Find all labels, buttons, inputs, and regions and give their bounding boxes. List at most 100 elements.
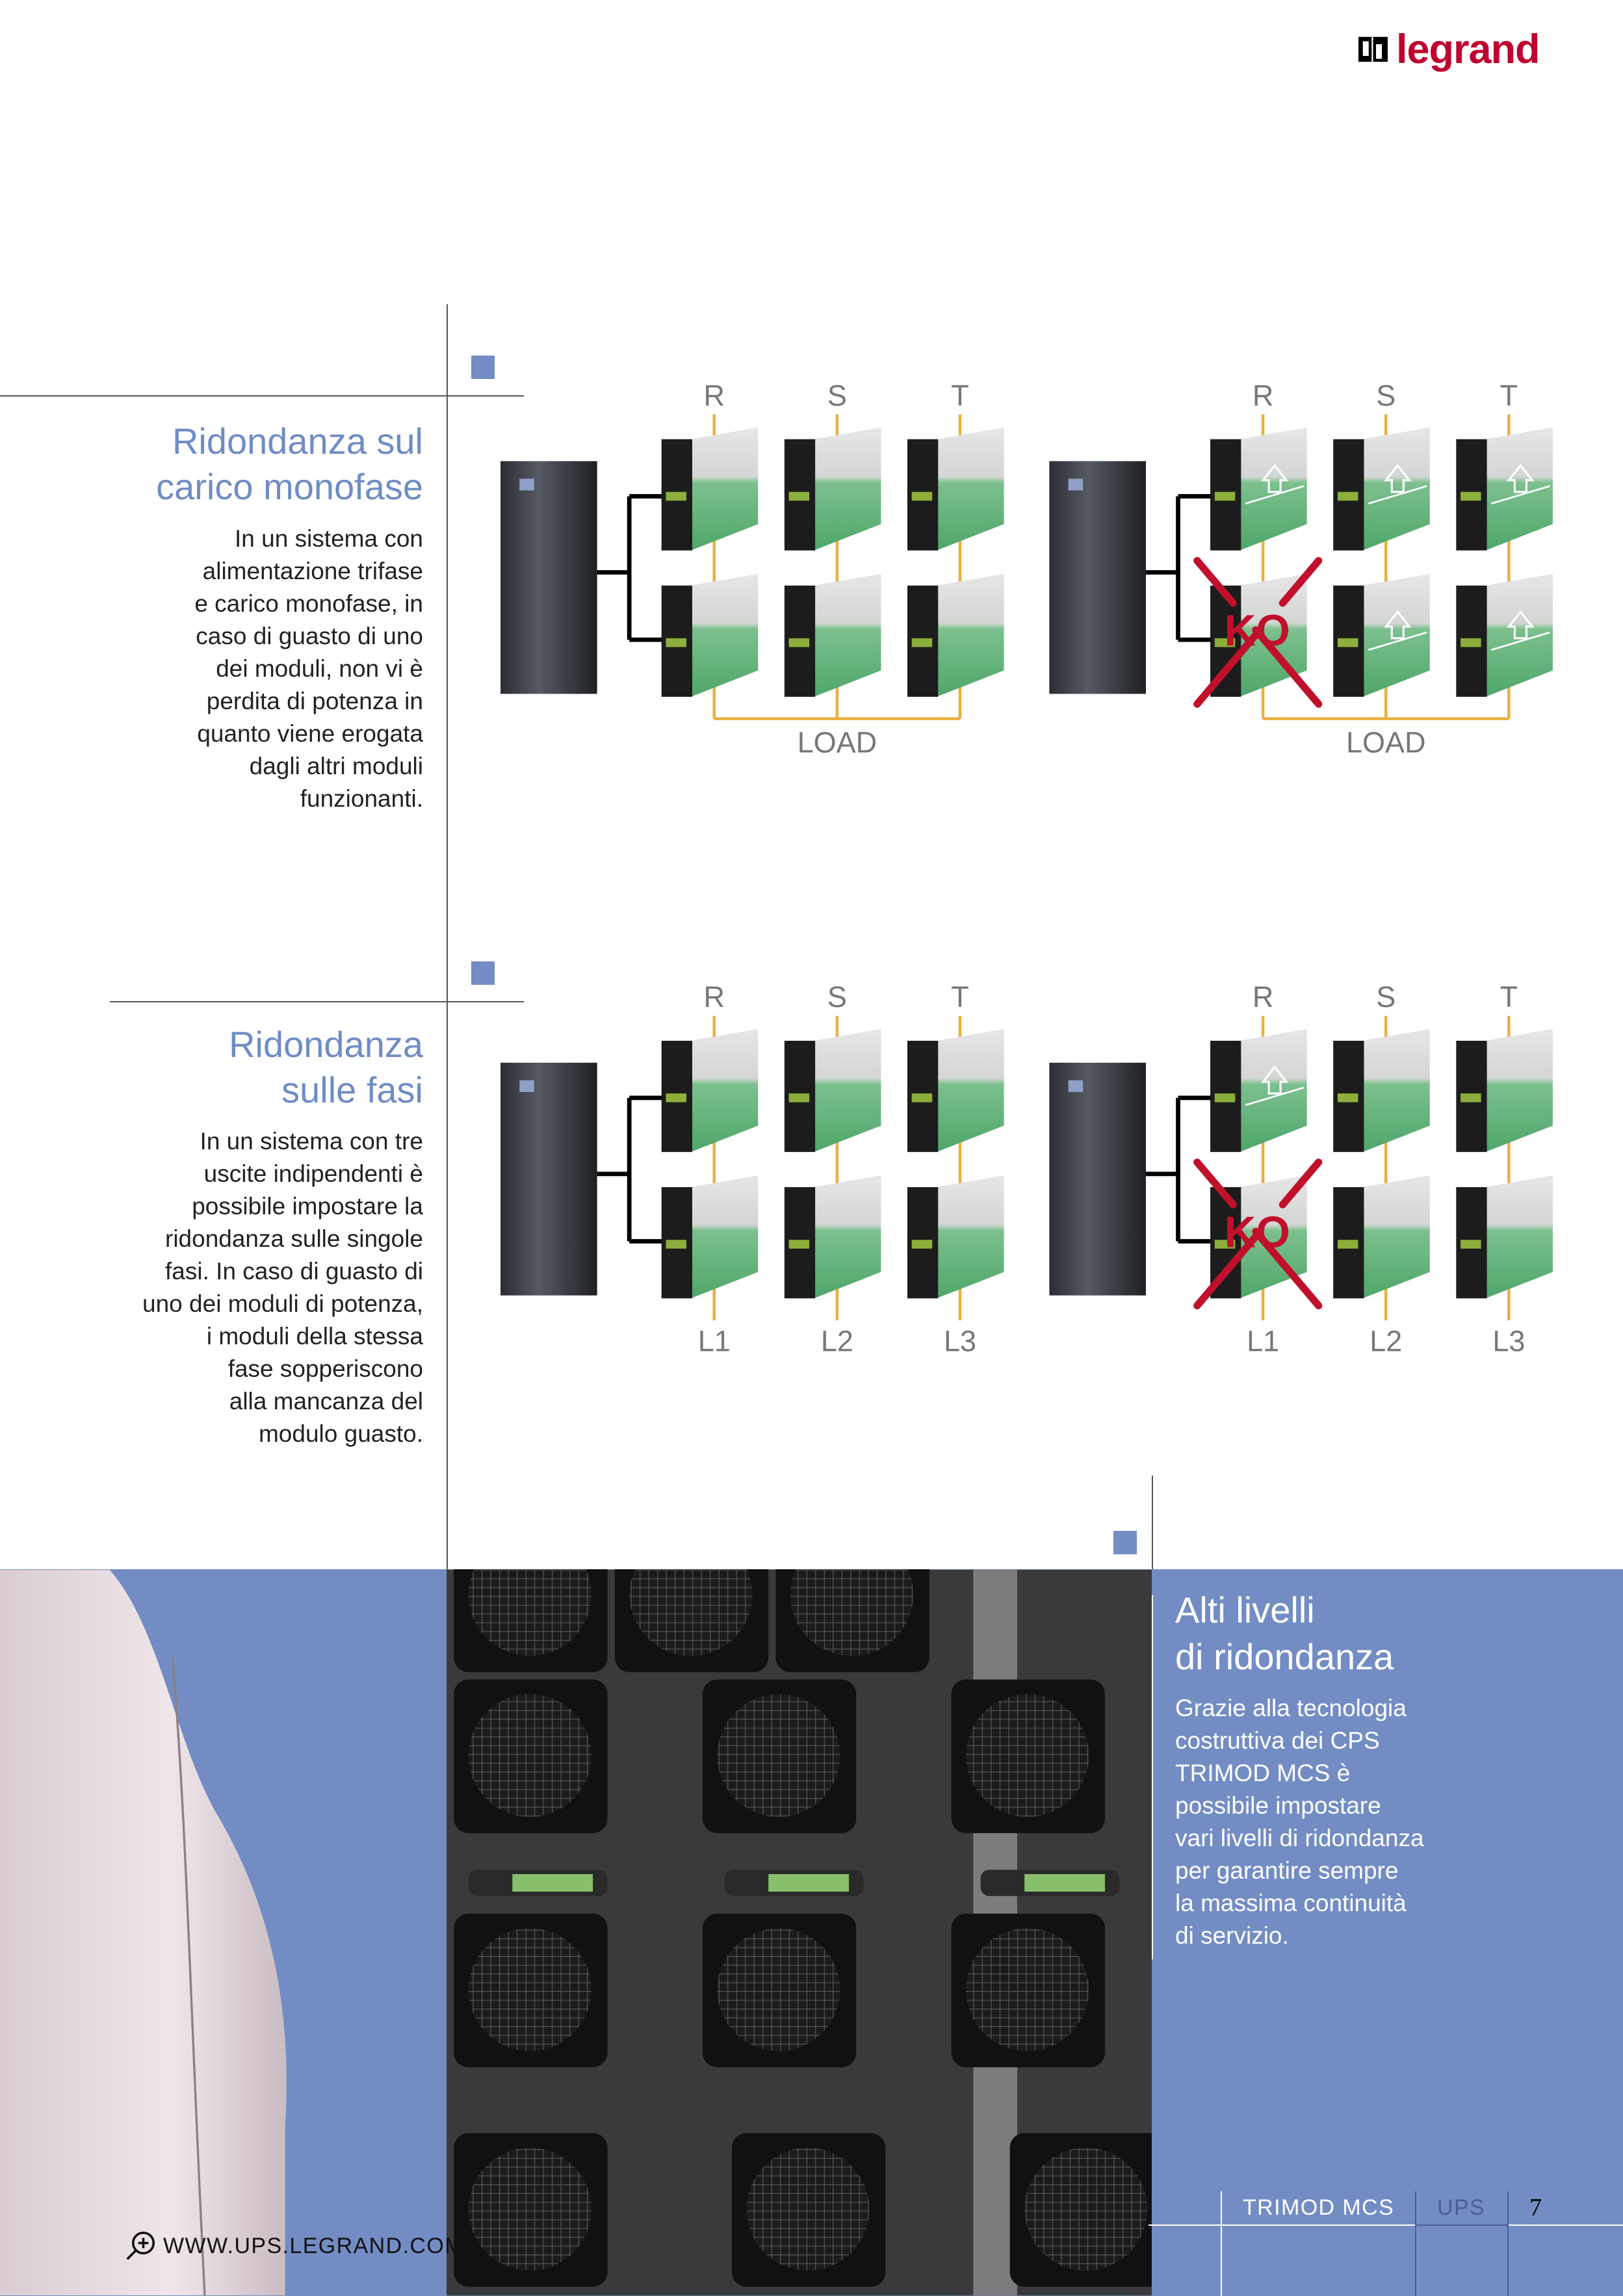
module-body [1485, 427, 1553, 551]
cabinet-display [1068, 1080, 1084, 1092]
body-line: possibile impostare [1175, 1792, 1381, 1819]
module-handle [911, 1240, 933, 1249]
output-label: L2 [821, 1324, 853, 1357]
module-handle [1214, 1093, 1236, 1102]
power-modules-photo [447, 1569, 1152, 2296]
section1-rule [0, 395, 524, 397]
legrand-logo: legrand [1358, 29, 1540, 70]
module-handle [788, 491, 810, 501]
module-label-strip [768, 1873, 850, 1892]
power-module [784, 573, 881, 697]
module-label-strip [1024, 1873, 1105, 1892]
fan-grille [468, 1569, 591, 1656]
connector-line [1145, 1095, 1214, 1244]
module-handle [1461, 491, 1481, 501]
legrand-mark-icon [1358, 36, 1388, 62]
body-line: In un sistema con [235, 525, 423, 552]
ups-cabinet [1049, 461, 1146, 694]
failure-cross-icon [1193, 556, 1323, 708]
output-label: L3 [1492, 1324, 1525, 1357]
module-handle [788, 638, 810, 647]
body-line: perdita di potenza in [206, 688, 423, 714]
output-label: L3 [944, 1324, 976, 1357]
fan-grille [717, 1694, 840, 1818]
power-module [1210, 1029, 1307, 1153]
boost-arrow-icon [1383, 463, 1412, 493]
module-handle [911, 491, 933, 501]
boost-arrow-icon [1507, 610, 1535, 640]
ups-cabinet [500, 461, 597, 694]
power-module [661, 427, 759, 551]
website-link[interactable]: WWW.UPS.LEGRAND.COM [123, 2228, 464, 2263]
power-module [1456, 1029, 1553, 1153]
section1-body: In un sistema con alimentazione trifase … [194, 523, 423, 815]
body-line: la massima continuità [1175, 1890, 1407, 1916]
zoom-in-icon [126, 2231, 155, 2260]
power-module [784, 1175, 881, 1299]
cabinet-display [519, 1080, 534, 1092]
section2-title: Ridondanza sulle fasi [229, 1022, 423, 1113]
body-line: di servizio. [1175, 1922, 1289, 1949]
body-line: possibile impostare la [192, 1193, 423, 1220]
footer-divider [1415, 2191, 1416, 2296]
footer-rule [1149, 2224, 1623, 2226]
body-line: fase sopperiscono [227, 1355, 423, 1382]
module-body [1485, 573, 1553, 697]
body-line: modulo guasto. [258, 1420, 423, 1447]
phase-label: S [1376, 379, 1396, 412]
phase-label: T [951, 980, 969, 1013]
power-module [784, 427, 881, 551]
module-body [690, 427, 759, 551]
phase-label: S [827, 980, 847, 1013]
phase-label: T [1500, 379, 1518, 412]
module-handle [1337, 491, 1358, 501]
boost-arrow-icon [1507, 463, 1535, 493]
fan-grille [468, 1694, 591, 1818]
module-body [1485, 1029, 1553, 1153]
body-line: alla mancanza del [229, 1388, 423, 1415]
power-module [1333, 573, 1430, 697]
footer-divider [1507, 2191, 1509, 2296]
boost-stripe [1245, 485, 1305, 504]
phase-label: R [704, 980, 725, 1013]
body-line: fasi. In caso di guasto di [165, 1258, 423, 1285]
module-body [937, 427, 1004, 551]
power-module [661, 1029, 759, 1153]
column-divider [447, 304, 448, 1569]
boost-arrow-icon [1260, 1065, 1289, 1095]
connector-line [597, 494, 665, 642]
power-module [907, 1029, 1004, 1153]
boost-stripe [1490, 485, 1550, 504]
phase-label: R [1253, 379, 1274, 412]
module-handle [1214, 1240, 1236, 1249]
fan-grille [966, 1928, 1089, 2052]
module-handle [666, 638, 686, 647]
module-handle [1214, 638, 1236, 647]
footer-product: TRIMOD MCS [1243, 2195, 1395, 2220]
module-body [937, 573, 1004, 697]
phase-label: T [1500, 980, 1518, 1013]
title-line: sulle fasi [281, 1069, 423, 1110]
fan-grille [468, 1928, 591, 2052]
power-module [1456, 1175, 1553, 1299]
body-line: e carico monofase, in [194, 590, 423, 617]
boost-arrow-icon [1383, 610, 1412, 640]
page-number: 7 [1529, 2194, 1543, 2221]
cabinet-display [1068, 478, 1084, 491]
body-line: dagli altri moduli [249, 753, 423, 779]
power-module [907, 427, 1004, 551]
phase-label: R [1253, 980, 1274, 1013]
module-handle [1461, 1093, 1481, 1102]
power-module [784, 1029, 881, 1153]
title-line: Ridondanza sul [172, 421, 423, 462]
fan-grille [966, 1694, 1089, 1818]
body-line: uno dei moduli di potenza, [142, 1290, 423, 1317]
module-body [690, 1029, 759, 1153]
section1-marker [471, 356, 495, 379]
body-line: alimentazione trifase [202, 558, 423, 584]
body-line: In un sistema con tre [200, 1128, 423, 1155]
load-label: LOAD [1346, 725, 1426, 759]
